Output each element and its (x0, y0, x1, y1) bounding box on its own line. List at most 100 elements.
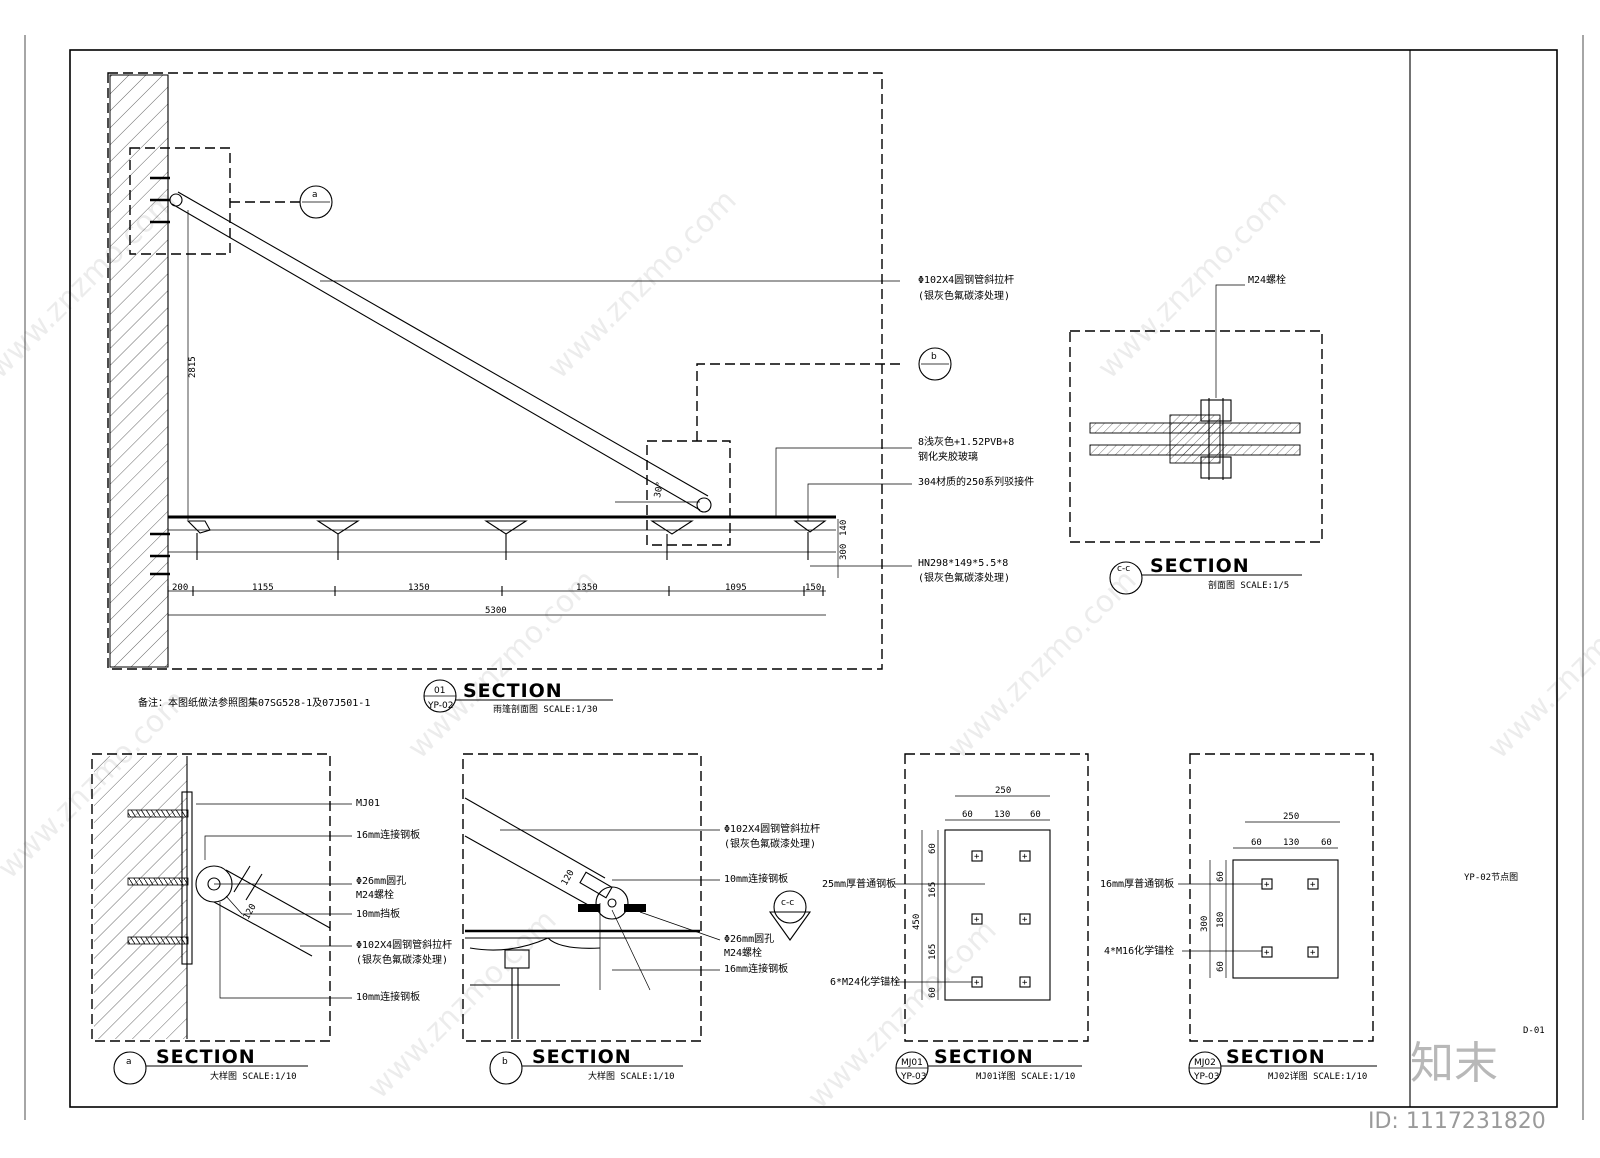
concrete-wall (109, 74, 169, 668)
label-tube: Φ102X4圆钢管斜拉杆 (918, 273, 1014, 286)
mj02-plate (1232, 859, 1339, 979)
mj02-dim-h: 300 (1200, 916, 1210, 932)
lower-anchor-bolts (150, 532, 170, 576)
label-glass: 8浅灰色+1.52PVB+8 (918, 435, 1014, 448)
mj02-section-heading: SECTION (1226, 1046, 1326, 1068)
mj01-dim-w60a: 60 (962, 810, 973, 820)
mj02-detail-view: + + + + 250 60 130 60 300 60 180 60 16mm… (1100, 753, 1377, 1085)
mj01-tag-top: MJ01 (901, 1058, 923, 1068)
a-section-caption: 大样图 SCALE:1/10 (210, 1070, 297, 1082)
angle-dim: 30° (653, 481, 666, 499)
mj02-dim-w60a: 60 (1251, 838, 1262, 848)
svg-text:+: + (1022, 978, 1028, 988)
label-beam: HN298*149*5.5*8 (918, 558, 1008, 569)
b-label-plate16: 16mm连接钢板 (724, 962, 788, 975)
a-label-bolt: M24螺栓 (356, 888, 394, 901)
cc-label-bolt: M24螺栓 (1248, 273, 1286, 286)
mj02-label-plate: 16mm厚普通钢板 (1100, 877, 1174, 890)
diagonal-tie-rod (171, 191, 709, 511)
a-label-mj01: MJ01 (356, 798, 380, 809)
a-label-tube: Φ102X4圆钢管斜拉杆 (356, 938, 452, 951)
callout-a-label: a (312, 190, 318, 200)
b-label-plate10: 10mm连接钢板 (724, 872, 788, 885)
svg-text:+: + (1022, 915, 1028, 925)
mj01-section-heading: SECTION (934, 1046, 1034, 1068)
mj02-tag-bottom: YP-03 (1193, 1072, 1219, 1082)
height-dim: 2815 (188, 356, 198, 378)
dim-300: 300 (839, 544, 849, 560)
span-dim: 200 (172, 583, 188, 593)
mj01-section-caption: MJ01详图 SCALE:1/10 (976, 1070, 1075, 1082)
mj02-dim-h60a: 60 (1216, 871, 1226, 882)
svg-text:+: + (1264, 880, 1270, 890)
svg-text:+: + (1264, 948, 1270, 958)
detail-b-dim: 120 (560, 868, 577, 887)
cc-section-heading: SECTION (1150, 555, 1250, 577)
mj02-dim-h60b: 60 (1216, 961, 1226, 972)
watermark-text: www.znzmo.com (541, 183, 744, 386)
b-label-hole: Φ26mm圆孔 (724, 933, 774, 945)
mj02-tag-top: MJ02 (1194, 1058, 1216, 1068)
a-label-hole: Φ26mm圆孔 (356, 875, 406, 887)
span-ticks (167, 586, 824, 596)
main-tag-top: 01 (434, 686, 445, 696)
a-section-heading: SECTION (156, 1046, 256, 1068)
mj01-dim-h60b: 60 (928, 987, 938, 998)
label-fitting: 304材质的250系列驳接件 (918, 475, 1034, 488)
sheet-number: D-01 (1523, 1026, 1545, 1036)
b-label-tube: Φ102X4圆钢管斜拉杆 (724, 822, 820, 835)
span-dim: 150 (805, 583, 821, 593)
sheet-title: YP-02节点图 (1464, 872, 1518, 883)
image-id: ID: 1117231820 (1368, 1109, 1546, 1134)
mj02-label-anchors: 4*M16化学锚栓 (1104, 944, 1174, 957)
mj01-dim-h165b: 165 (928, 944, 938, 960)
callout-b-bubble (918, 347, 952, 381)
label-beam-finish: (银灰色氟碳漆处理) (918, 571, 1010, 584)
brand-logo: 知末 (1410, 1038, 1498, 1089)
mj01-detail-view: + + + + + + 250 60 130 60 450 60 165 165… (822, 753, 1089, 1085)
spider-fittings (186, 520, 827, 560)
mj01-tag-bottom: YP-03 (900, 1072, 926, 1082)
b-section-heading: SECTION (532, 1046, 632, 1068)
upper-anchor-bolts (150, 176, 170, 224)
main-tag-bottom: YP-02 (427, 701, 453, 711)
b-section-caption: 大样图 SCALE:1/10 (588, 1070, 675, 1082)
b-label-tube-finish: (银灰色氟碳漆处理) (724, 837, 816, 850)
a-label-plate10: 10mm连接钢板 (356, 990, 420, 1003)
mj01-dim-w: 250 (995, 786, 1011, 796)
span-dim: 1155 (252, 583, 274, 593)
svg-text:+: + (974, 915, 980, 925)
callout-b-label: b (931, 352, 937, 362)
cc-tag: c-c (1117, 564, 1130, 574)
mj01-dim-w130: 130 (994, 810, 1010, 820)
span-dim: 1095 (725, 583, 747, 593)
main-section-caption: 雨篷剖面图 SCALE:1/30 (493, 703, 598, 715)
svg-text:+: + (1310, 948, 1316, 958)
mj02-section-caption: MJ02详图 SCALE:1/10 (1268, 1070, 1367, 1082)
mj02-dim-h180: 180 (1216, 912, 1226, 928)
cc-section-caption: 剖面图 SCALE:1/5 (1208, 579, 1289, 591)
b-label-bolt: M24螺栓 (724, 946, 762, 959)
span-dim: 1350 (576, 583, 598, 593)
watermark-text: www.znzmo.com (801, 913, 1004, 1116)
mj01-dim-w60b: 60 (1030, 810, 1041, 820)
a-tag: a (126, 1057, 132, 1067)
watermark-text: www.znzmo.com (941, 563, 1144, 766)
cc-section-view: M24螺栓 c-c SECTION 剖面图 SCALE:1/5 (1069, 273, 1323, 595)
b-cc-tag: c-c (781, 898, 794, 908)
mj01-dim-h60a: 60 (928, 843, 938, 854)
mj02-dim-w: 250 (1283, 812, 1299, 822)
mj01-plate (944, 829, 1051, 1001)
a-label-tube-finish: (银灰色氟碳漆处理) (356, 953, 448, 966)
detail-b-view: 120 Φ102X4圆钢管斜拉杆 (银灰色氟碳漆处理) 10mm连接钢板 Φ26… (462, 753, 820, 1085)
svg-text:+: + (1310, 880, 1316, 890)
sheet-frame (24, 35, 1584, 1120)
mj01-dim-h: 450 (912, 914, 922, 930)
mj02-dim-w60b: 60 (1321, 838, 1332, 848)
general-note: 备注：本图纸做法参照图集07SG528-1及07J501-1 (138, 696, 370, 709)
watermark-text: www.znzmo.com (1481, 563, 1600, 766)
detail-a-dim: 120 (242, 902, 259, 921)
watermarks: www.znzmo.com www.znzmo.com www.znzmo.co… (0, 183, 1600, 1116)
svg-text:+: + (974, 852, 980, 862)
